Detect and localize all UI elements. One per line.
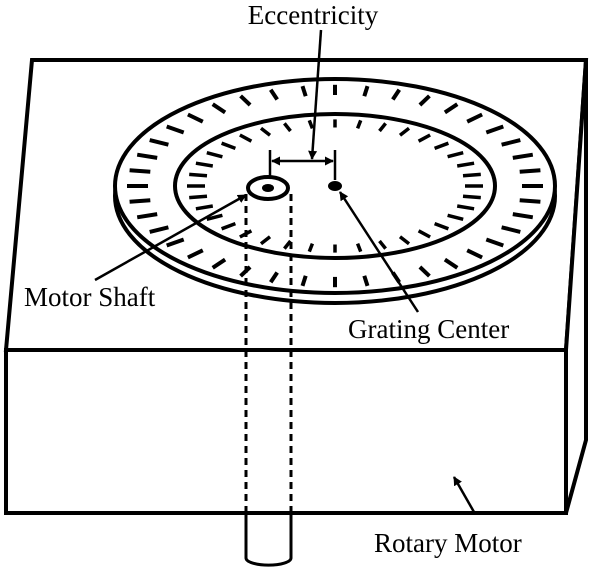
housing-front-face: [4, 348, 568, 515]
outer-tick-mark: [211, 257, 227, 270]
inner-tick-mark: [378, 122, 387, 133]
outer-tick-mark: [149, 225, 169, 234]
inner-tick-mark: [456, 204, 475, 211]
outer-tick-mark: [418, 265, 431, 278]
eccentricity-leader-arrow: [308, 29, 323, 160]
outer-tick-mark: [187, 248, 204, 260]
motor-shaft: [244, 175, 293, 567]
outer-tick-mark: [519, 198, 541, 204]
inner-tick-mark: [307, 119, 315, 130]
inner-tick-mark: [378, 239, 387, 250]
outer-tick-mark: [136, 152, 158, 160]
inner-tick-mark: [398, 235, 411, 246]
housing-side-face: [564, 59, 588, 514]
outer-tick-mark: [269, 88, 279, 101]
inner-tick-mark: [206, 151, 223, 159]
eccentricity-dimension: [268, 29, 337, 180]
outer-tick-mark: [300, 275, 308, 287]
inner-tick-mark: [283, 122, 292, 133]
outer-tick-mark: [129, 198, 151, 204]
inner-tick-mark: [417, 133, 431, 143]
outer-tick-mark: [443, 257, 459, 270]
inner-tick-mark: [456, 161, 475, 168]
outer-tick-mark: [485, 237, 504, 248]
outer-tick-mark: [136, 212, 158, 220]
inner-tick-mark: [447, 213, 464, 221]
inner-tick-mark: [189, 172, 208, 178]
inner-tick-mark: [220, 221, 237, 231]
outer-tick-mark: [362, 85, 370, 97]
outer-tick-mark: [129, 168, 151, 174]
inner-tick-mark: [355, 119, 363, 130]
outer-tick-mark: [512, 152, 534, 160]
outer-tick-mark: [501, 138, 521, 147]
inner-tick-mark: [355, 242, 363, 253]
outer-tick-mark: [269, 271, 279, 284]
outer-tick-mark: [211, 102, 227, 115]
inner-tick-mark: [259, 126, 272, 137]
outer-tick-mark: [391, 88, 401, 101]
inner-tick-mark: [417, 229, 431, 239]
leader-arrows: [94, 191, 476, 513]
inner-tick-mark: [189, 194, 208, 200]
grating-center-dot: [328, 181, 342, 191]
rotary-motor-label: Rotary Motor: [374, 528, 522, 558]
outer-tick-mark: [362, 275, 370, 287]
motor-shaft-label: Motor Shaft: [24, 282, 156, 312]
eccentricity-label: Eccentricity: [248, 0, 379, 30]
outer-tick-mark: [466, 248, 483, 260]
inner-tick-mark: [447, 151, 464, 159]
outer-tick-ring: [127, 84, 543, 288]
inner-tick-mark: [206, 213, 223, 221]
inner-tick-mark: [195, 204, 214, 211]
outer-tick-mark: [501, 225, 521, 234]
outer-tick-mark: [187, 112, 204, 124]
inner-tick-mark: [283, 239, 292, 250]
inner-tick-mark: [433, 221, 450, 231]
inner-tick-mark: [195, 161, 214, 168]
inner-tick-mark: [433, 141, 450, 151]
outer-tick-mark: [443, 102, 459, 115]
outer-tick-mark: [166, 237, 185, 248]
motor-shaft-arrow: [94, 193, 247, 282]
shaft-protruding-end: [244, 515, 293, 567]
inner-tick-mark: [307, 242, 315, 253]
inner-tick-mark: [239, 133, 253, 143]
outer-tick-mark: [512, 212, 534, 220]
rotary-motor-arrow: [452, 476, 476, 513]
outer-tick-mark: [239, 94, 252, 107]
inner-tick-mark: [398, 126, 411, 137]
shaft-center-dot: [262, 184, 274, 192]
outer-tick-mark: [466, 112, 483, 124]
outer-tick-mark: [485, 124, 504, 135]
outer-tick-mark: [300, 85, 308, 97]
inner-tick-mark: [259, 235, 272, 246]
inner-tick-mark: [220, 141, 237, 151]
inner-tick-mark: [462, 172, 481, 178]
outer-tick-mark: [166, 124, 185, 135]
outer-tick-mark: [149, 138, 169, 147]
outer-tick-mark: [519, 168, 541, 174]
inner-tick-mark: [462, 194, 481, 200]
outer-tick-mark: [418, 94, 431, 107]
grating-center-label: Grating Center: [348, 314, 509, 344]
grating-center-arrow: [338, 191, 420, 313]
